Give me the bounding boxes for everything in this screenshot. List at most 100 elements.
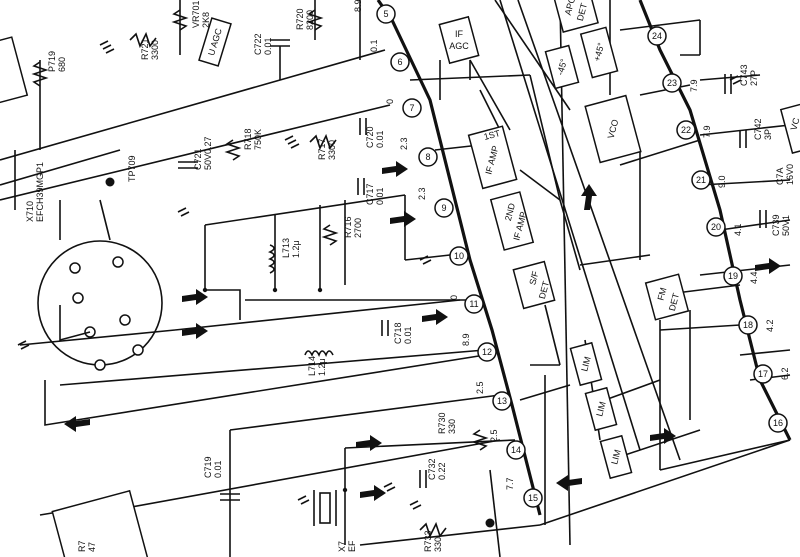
inductors <box>268 244 334 357</box>
svg-text:8.9: 8.9 <box>353 0 363 12</box>
ic-pin-16: 16 <box>768 413 788 433</box>
cap-c722 <box>270 39 290 80</box>
crystal-x7-bottom <box>313 490 337 526</box>
svg-text:2.3: 2.3 <box>417 187 427 200</box>
right-edge-box: VC <box>779 100 800 155</box>
left-edge-box <box>0 36 29 104</box>
cap-c743 <box>724 74 732 94</box>
svg-text:330: 330 <box>433 537 443 552</box>
svg-text:R718: R718 <box>243 128 253 150</box>
svg-text:15: 15 <box>528 493 538 503</box>
svg-text:C718: C718 <box>393 322 403 344</box>
svg-text:19: 19 <box>728 271 738 281</box>
svg-text:7.9: 7.9 <box>689 79 699 92</box>
svg-text:C732: C732 <box>427 458 437 480</box>
lim-block-3: LIM <box>599 434 633 480</box>
svg-text:IF: IF <box>455 29 464 39</box>
svg-text:DET: DET <box>667 292 681 312</box>
svg-text:12: 12 <box>482 347 492 357</box>
cap-c732 <box>419 470 427 488</box>
svg-text:1.2μ: 1.2μ <box>291 240 301 258</box>
svg-text:C722: C722 <box>253 33 263 55</box>
svg-text:LIM: LIM <box>609 448 623 465</box>
inductor-l713 <box>268 244 275 274</box>
svg-text:9: 9 <box>441 203 446 213</box>
svg-text:EF: EF <box>347 540 357 552</box>
ic-pin-8: 82.3 <box>399 137 438 167</box>
svg-text:C717: C717 <box>365 183 375 205</box>
svg-text:0.01: 0.01 <box>375 130 385 148</box>
svg-text:R717: R717 <box>317 138 327 160</box>
cap-c718 <box>381 320 389 336</box>
svg-text:R730: R730 <box>437 412 447 434</box>
phase-minus-45-block: -45° <box>544 44 580 90</box>
svg-text:EFCH39MGP1: EFCH39MGP1 <box>35 162 45 222</box>
ic-pin-15: 157.7 <box>505 477 543 508</box>
svg-text:0.22: 0.22 <box>437 462 447 480</box>
svg-text:7.9: 7.9 <box>702 125 712 138</box>
svg-text:7.7: 7.7 <box>505 477 515 490</box>
svg-text:C721: C721 <box>193 148 203 170</box>
cap-c721 <box>178 161 198 169</box>
resistors <box>31 9 489 539</box>
vco-block: VCO <box>584 94 642 164</box>
signal-arrows <box>64 161 781 501</box>
resistor-r730 <box>471 429 489 451</box>
svg-text:0: 0 <box>449 295 459 300</box>
svg-text:R733: R733 <box>423 530 433 552</box>
svg-text:AGC: AGC <box>449 41 469 51</box>
svg-text:0.01: 0.01 <box>403 326 413 344</box>
svg-text:11: 11 <box>469 299 478 309</box>
fm-det-block: FM DET <box>644 273 690 321</box>
resistor-r733 <box>419 521 447 539</box>
svg-text:S/F: S/F <box>527 269 540 286</box>
svg-text:0.1: 0.1 <box>369 39 379 52</box>
ic-pin-12: 128.9 <box>461 333 497 362</box>
ic-pin-7: 70 <box>385 98 422 118</box>
svg-text:20: 20 <box>711 222 721 232</box>
phase-plus-45-block: +45° <box>579 26 619 79</box>
svg-text:3300: 3300 <box>327 140 337 160</box>
ic-pin-11: 11 0 <box>449 294 484 314</box>
cap-c739 <box>759 210 767 228</box>
ic-pin-13: 132.5 <box>475 381 512 411</box>
capacitors <box>178 39 767 501</box>
cap-c719 <box>220 493 240 501</box>
svg-text:C720: C720 <box>365 126 375 148</box>
svg-text:X710: X710 <box>25 201 35 222</box>
svg-text:0.01: 0.01 <box>213 460 223 478</box>
svg-text:C743: C743 <box>739 64 749 86</box>
svg-text:P719: P719 <box>47 51 57 72</box>
if-agc-block: IF AGC <box>438 15 480 65</box>
ic-pin-9: 92.3 <box>417 187 454 218</box>
svg-text:27P: 27P <box>749 70 759 86</box>
junction-dots <box>105 177 495 528</box>
svg-text:LIM: LIM <box>594 400 608 417</box>
svg-text:22: 22 <box>681 125 691 135</box>
resistor-r718 <box>224 139 242 161</box>
svg-text:R721: R721 <box>140 38 150 60</box>
ic-pins-left: 58.9 60.1 70 82.3 92.3 10 110 128.9 132.… <box>353 0 543 508</box>
ic-pin-14: 142.5 <box>489 429 526 460</box>
svg-text:R7: R7 <box>77 540 87 552</box>
svg-text:24: 24 <box>652 31 662 41</box>
svg-text:DET: DET <box>537 280 551 300</box>
resistor-p719 <box>31 61 49 87</box>
svg-text:1.2μ: 1.2μ <box>317 358 327 376</box>
svg-text:R716: R716 <box>343 216 353 238</box>
svg-text:4.1: 4.1 <box>733 223 743 236</box>
svg-text:4.2: 4.2 <box>765 319 775 332</box>
apc-det-block: APC DET <box>553 0 599 33</box>
svg-text:C742: C742 <box>753 118 763 140</box>
svg-text:5: 5 <box>383 9 388 19</box>
svg-text:VC: VC <box>789 116 800 131</box>
ic-pin-5: 58.9 <box>353 0 396 24</box>
svg-text:6: 6 <box>397 57 402 67</box>
